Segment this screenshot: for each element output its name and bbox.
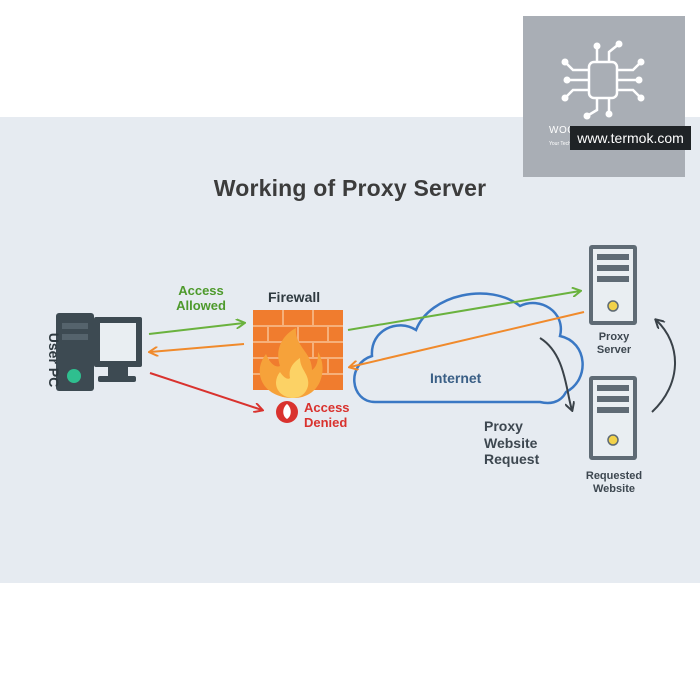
- watermark-logo: WOOMA COMPUTER Your Technical & Hardware…: [523, 16, 685, 177]
- denied-arrow: [149, 372, 262, 410]
- requested-website-server-icon: [589, 376, 637, 460]
- response-arrow-from-proxy: [350, 311, 585, 367]
- proxy-website-request-label: Proxy Website Request: [484, 418, 540, 468]
- allowed-arrow-to-proxy: [347, 291, 580, 331]
- user-pc-icon: [56, 313, 142, 391]
- access-denied-label: Access Denied: [304, 400, 350, 431]
- proxy-server-label: Proxy Server: [596, 331, 632, 356]
- firewall-icon: [253, 310, 343, 398]
- watermark-url: www.termok.com: [570, 126, 691, 150]
- firewall-label: Firewall: [268, 289, 321, 305]
- allowed-arrow-to-firewall: [148, 323, 244, 335]
- user-pc-label: User PC: [46, 332, 62, 388]
- diagram-title: Working of Proxy Server: [213, 175, 487, 201]
- internet-cloud: [353, 292, 584, 405]
- website-response-curve-arrow: [651, 320, 676, 413]
- access-denied-icon: [276, 401, 298, 423]
- access-allowed-label: Access Allowed: [176, 283, 226, 314]
- response-arrow-to-pc: [150, 343, 245, 352]
- proxy-request-curve-arrow: [539, 337, 572, 410]
- requested-website-label: Requested Website: [585, 470, 643, 495]
- chip-logo-icon: [561, 40, 645, 120]
- proxy-server-icon: [589, 245, 637, 325]
- internet-label: Internet: [430, 370, 482, 386]
